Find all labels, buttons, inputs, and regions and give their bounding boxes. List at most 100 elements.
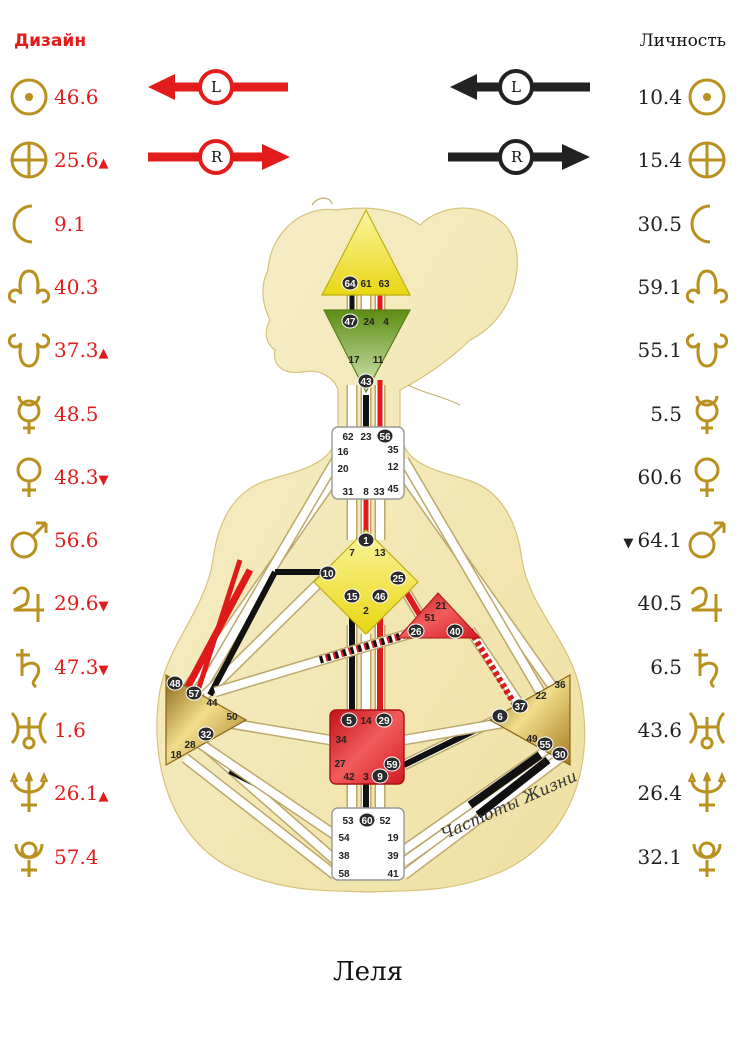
- personality-mercury-icon: [686, 393, 728, 435]
- svg-text:54: 54: [338, 833, 350, 844]
- design-venus-icon: [8, 456, 50, 498]
- design-mark-icon: ▲: [98, 789, 109, 805]
- svg-text:53: 53: [342, 816, 354, 827]
- gate-57: 57: [185, 685, 203, 701]
- gate-6: 6: [491, 708, 509, 724]
- svg-text:55: 55: [539, 740, 551, 751]
- gate-19: 19: [387, 833, 399, 844]
- channel-59-6: [402, 714, 502, 769]
- design-gate-line: 26.1: [54, 781, 99, 806]
- svg-text:47: 47: [344, 317, 356, 328]
- svg-text:52: 52: [379, 816, 391, 827]
- design-arrow-bottom-label: R: [211, 148, 223, 166]
- personality-gate-line: 5.5: [650, 401, 682, 426]
- svg-text:16: 16: [337, 447, 349, 458]
- svg-text:13: 13: [374, 548, 386, 559]
- svg-text:26: 26: [410, 627, 422, 638]
- design-mark-icon: ▼: [98, 662, 109, 678]
- gate-10: 10: [319, 565, 337, 581]
- gate-43: 43: [357, 373, 375, 389]
- channel-25-51: [396, 579, 434, 635]
- channel-10-57-outline: [201, 568, 334, 699]
- svg-text:31: 31: [342, 487, 354, 498]
- design-value: 57.4: [54, 847, 99, 867]
- channel-40-37-outline: [465, 626, 525, 709]
- personality-gate-line: 15.4: [637, 148, 682, 173]
- design-value: 47.3▼: [54, 657, 109, 681]
- gate-60: 60: [358, 812, 376, 828]
- design-earth-icon: [8, 139, 50, 181]
- personality-neptune-icon: [686, 771, 728, 814]
- personality-venus-icon: [686, 456, 728, 498]
- design-gate-line: 40.3: [54, 274, 99, 299]
- channel-16-48-design: [182, 568, 254, 692]
- gate-44: 44: [206, 698, 218, 709]
- svg-text:15: 15: [346, 592, 358, 603]
- gate-46: 46: [371, 588, 389, 604]
- gate-34: 34: [335, 735, 347, 746]
- svg-text:24: 24: [363, 317, 375, 328]
- personality-value: 55.1: [637, 340, 682, 360]
- svg-text:7: 7: [349, 548, 355, 559]
- svg-text:34: 34: [335, 735, 347, 746]
- svg-text:43: 43: [360, 377, 372, 388]
- gate-35: 35: [387, 445, 399, 456]
- svg-text:27: 27: [334, 759, 346, 770]
- channel-32-54: [177, 726, 338, 839]
- gate-16: 16: [337, 447, 349, 458]
- svg-text:14: 14: [360, 716, 372, 727]
- gate-25: 25: [389, 570, 407, 586]
- design-gate-line: 56.6: [54, 528, 99, 553]
- design-mark-icon: ▲: [98, 156, 109, 172]
- gate-17: 17: [348, 355, 360, 366]
- svg-text:2: 2: [363, 606, 369, 617]
- design-mark-icon: ▲: [98, 346, 109, 362]
- svg-text:18: 18: [170, 750, 182, 761]
- channel-12-22: [400, 457, 549, 703]
- svg-text:35: 35: [387, 445, 399, 456]
- svg-text:50: 50: [226, 712, 238, 723]
- svg-text:28: 28: [184, 740, 196, 751]
- personality-sun-icon: [686, 76, 728, 118]
- personality-value: ▼ 64.1: [623, 530, 682, 554]
- design-uranus-icon: [8, 709, 50, 751]
- gate-20: 20: [337, 464, 349, 475]
- gate-7: 7: [349, 548, 355, 559]
- gate-37: 37: [511, 698, 529, 714]
- gate-55: 55: [536, 736, 554, 752]
- channel-59-6-personality: [402, 715, 502, 768]
- gate-4: 4: [383, 317, 389, 328]
- design-gate-line: 37.3: [54, 338, 99, 363]
- svg-text:46: 46: [374, 592, 386, 603]
- svg-text:64: 64: [344, 279, 356, 290]
- gate-39: 39: [387, 851, 399, 862]
- gate-18: 18: [170, 750, 182, 761]
- svg-text:20: 20: [337, 464, 349, 475]
- design-mark-icon: ▼: [98, 472, 109, 488]
- channel-35-36: [396, 467, 559, 693]
- g-center: [313, 529, 419, 635]
- svg-text:51: 51: [424, 613, 436, 624]
- channel-26-44-personality: [319, 628, 416, 664]
- svg-text:25: 25: [392, 574, 404, 585]
- svg-text:48: 48: [169, 679, 181, 690]
- channel-28-38-outline: [196, 737, 339, 865]
- channel-10-57-personality: [207, 570, 278, 697]
- svg-text:30: 30: [554, 750, 566, 761]
- gate-5: 5: [340, 712, 358, 728]
- svg-text:3: 3: [363, 772, 369, 783]
- channel-20-57-outline: [190, 457, 341, 703]
- personality-earth-icon: [686, 139, 728, 181]
- channel-18-58-outline: [181, 753, 339, 880]
- personality-arrow-bottom-label: R: [511, 148, 523, 166]
- gate-59: 59: [383, 756, 401, 772]
- design-arrow-top-label: L: [211, 78, 221, 96]
- channel-28-38-personality: [228, 766, 272, 794]
- design-value: 48.3▼: [54, 467, 109, 491]
- svg-text:49: 49: [526, 734, 538, 745]
- svg-text:22: 22: [535, 691, 547, 702]
- svg-text:1: 1: [363, 536, 369, 547]
- ego-center: [396, 592, 482, 639]
- personality-moon-icon: [686, 203, 728, 245]
